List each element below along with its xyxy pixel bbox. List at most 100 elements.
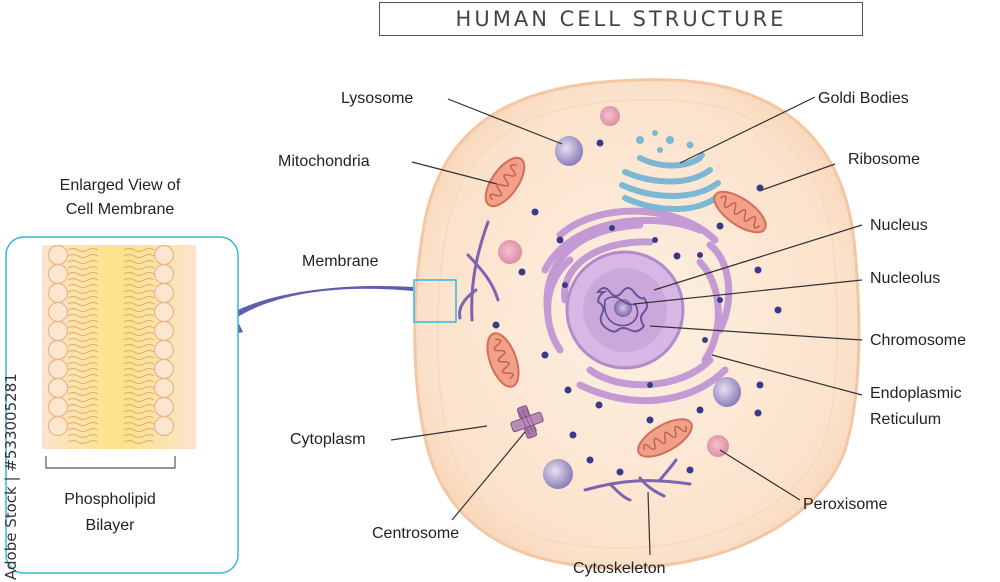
label-nucleolus: Nucleolus <box>870 270 941 287</box>
label-cytoplasm: Cytoplasm <box>290 431 366 448</box>
lipid-head <box>47 320 69 342</box>
lipid-head <box>47 282 69 304</box>
lipid-head <box>153 263 175 285</box>
lipid-tail <box>123 308 155 312</box>
lipid-tail <box>67 434 99 438</box>
lysosome <box>543 459 573 489</box>
lipid-head <box>47 244 69 266</box>
lipid-tail <box>67 368 99 372</box>
lipid-head <box>47 396 69 418</box>
label-chromosome: Chromosome <box>870 332 967 349</box>
lipid-tail <box>123 248 155 252</box>
lysosomes <box>543 136 741 489</box>
lipid-head <box>153 396 175 418</box>
lipid-tail <box>123 362 155 366</box>
peroxisome <box>600 106 620 126</box>
label-centrosome: Centrosome <box>372 525 460 542</box>
lipid-tail <box>123 374 155 378</box>
lipid-tail <box>67 392 99 396</box>
label-mitochondria: Mitochondria <box>278 153 370 170</box>
cell-inner-boundary <box>436 98 839 550</box>
lipid-head <box>153 244 175 266</box>
lipid-tail <box>123 404 155 408</box>
lipid-heads <box>47 244 175 437</box>
label-nucleus: Nucleus <box>870 217 928 234</box>
lipid-tail <box>67 254 99 258</box>
lipid-tails <box>67 248 155 444</box>
lipid-tail <box>123 434 155 438</box>
lipid-tail <box>123 422 155 426</box>
lipid-tail <box>123 254 155 258</box>
lipid-head <box>153 320 175 342</box>
lipid-tail <box>67 278 99 282</box>
centrosome <box>510 405 544 439</box>
lipid-tail <box>67 272 99 276</box>
cytoskeleton <box>458 220 692 502</box>
mitochondrion <box>713 190 767 234</box>
mitochondrion <box>486 332 520 388</box>
lipid-tail <box>123 440 155 444</box>
lysosome <box>713 377 741 407</box>
label-peroxisome: Peroxisome <box>803 496 888 513</box>
lipid-tail <box>123 416 155 420</box>
lipid-tail <box>123 320 155 324</box>
lipid-tail <box>123 428 155 432</box>
lipid-head <box>47 377 69 399</box>
lipid-head <box>47 339 69 361</box>
lipid-tail <box>67 326 99 330</box>
nucleus <box>565 250 685 370</box>
lipid-tail <box>67 374 99 378</box>
lipid-tail <box>67 314 99 318</box>
lipid-tail <box>67 356 99 360</box>
lipid-tail <box>123 392 155 396</box>
lipid-tail <box>67 266 99 270</box>
lipid-tail <box>123 302 155 306</box>
mitochondria-group <box>484 156 767 458</box>
lipid-head <box>47 358 69 380</box>
lipid-tail <box>123 350 155 354</box>
lipid-tail <box>67 332 99 336</box>
lipid-tail <box>67 308 99 312</box>
lipid-tail <box>67 416 99 420</box>
lipid-tail <box>67 350 99 354</box>
label-membrane: Membrane <box>302 253 379 270</box>
lipid-tail <box>67 248 99 252</box>
inset-heading: Enlarged View of Cell Membrane <box>20 176 220 220</box>
lipid-tail <box>67 422 99 426</box>
lipid-tail <box>123 380 155 384</box>
page-title: HUMAN CELL STRUCTURE <box>379 2 863 36</box>
lipid-tail <box>67 380 99 384</box>
lipid-tail <box>67 428 99 432</box>
lipid-tail <box>67 302 99 306</box>
lipid-tail <box>123 272 155 276</box>
lipid-tail <box>67 410 99 414</box>
label-ribosome: Ribosome <box>848 151 921 168</box>
lipid-head <box>153 358 175 380</box>
lipid-tail <box>123 356 155 360</box>
lipid-head <box>47 415 69 437</box>
chromosome <box>595 287 648 333</box>
lysosome <box>555 136 583 166</box>
lipid-tail <box>67 260 99 264</box>
mitochondrion <box>484 156 526 208</box>
stock-watermark: Adobe Stock | #533005281 <box>2 373 20 580</box>
lipid-head <box>153 339 175 361</box>
lipid-tail <box>67 404 99 408</box>
label-cytoskeleton: Cytoskeleton <box>573 560 666 577</box>
lipid-head <box>153 415 175 437</box>
golgi-bodies <box>619 155 721 213</box>
lipid-tail <box>67 362 99 366</box>
inset-caption-line2: Bilayer <box>85 517 135 534</box>
lipid-tail <box>123 296 155 300</box>
label-lysosome: Lysosome <box>341 90 414 107</box>
lipid-tail <box>67 440 99 444</box>
lipid-tail <box>123 266 155 270</box>
label-er-line2: Reticulum <box>870 411 942 428</box>
lipid-tail <box>67 386 99 390</box>
lipid-tail <box>67 398 99 402</box>
lipid-tail <box>123 260 155 264</box>
lipid-tail <box>67 296 99 300</box>
bilayer-bracket <box>45 456 176 469</box>
inset-heading-line2: Cell Membrane <box>65 201 175 218</box>
